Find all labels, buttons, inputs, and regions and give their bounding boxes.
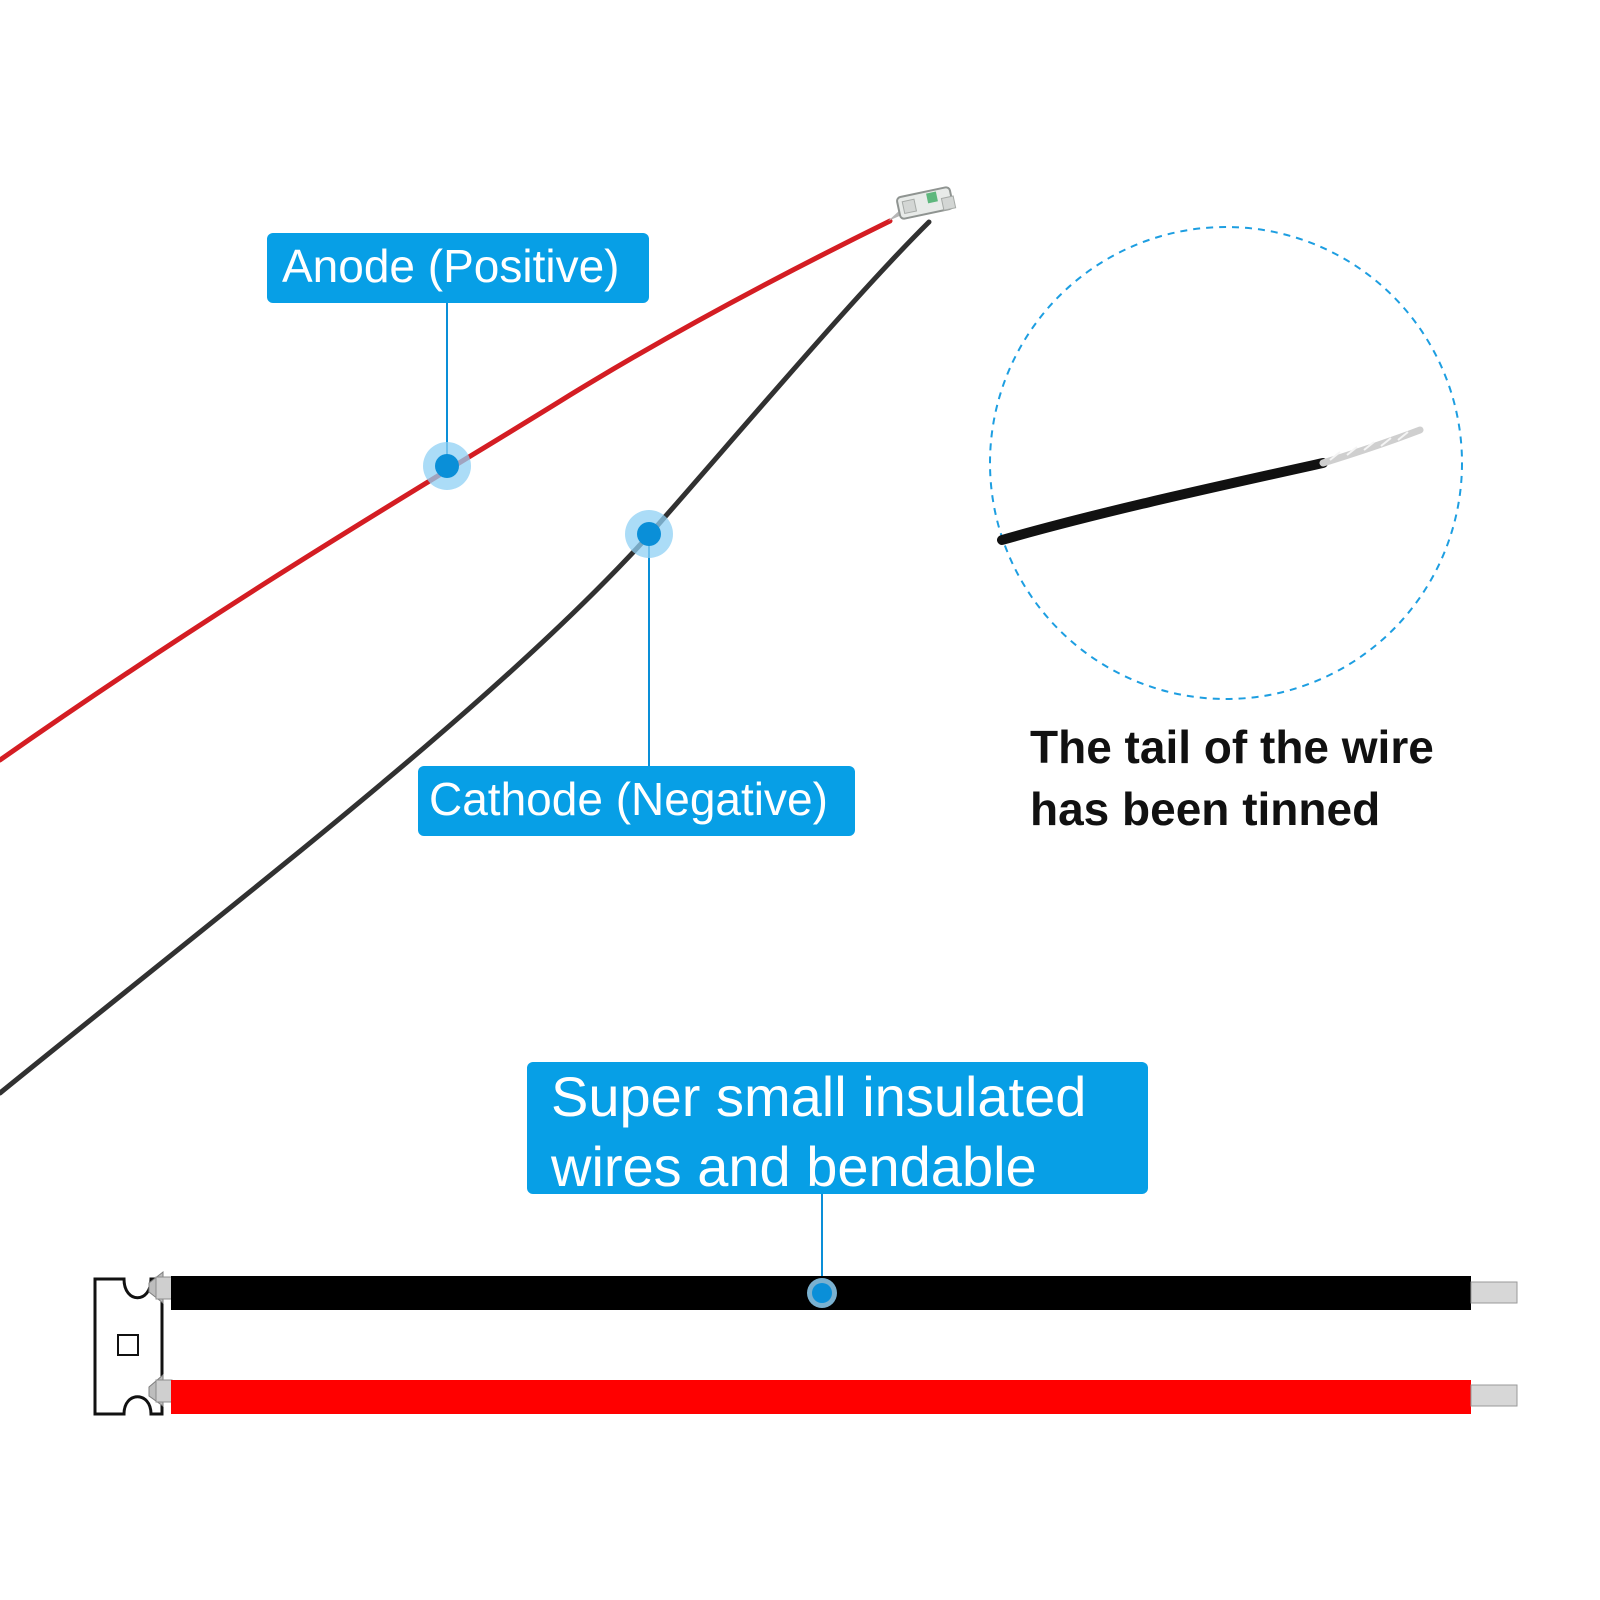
cathode-wire	[0, 219, 932, 1096]
black-wire-end-sleeve	[155, 1276, 173, 1300]
insulated-wire-marker	[807, 1278, 837, 1308]
insulated-callout-line-1: Super small insulated	[551, 1065, 1087, 1128]
cathode-marker	[625, 510, 673, 558]
straight-wire-illustration	[93, 1270, 1518, 1416]
anode-callout: Anode (Positive)	[267, 233, 649, 303]
tinned-caption-line-1: The tail of the wire	[1030, 721, 1434, 773]
tinned-wire-caption: The tail of the wire has been tinned	[1030, 716, 1550, 840]
led-package-square	[117, 1334, 139, 1356]
cathode-callout: Cathode (Negative)	[418, 766, 855, 836]
red-wire-tinned-end	[1470, 1384, 1518, 1407]
anode-marker	[423, 442, 471, 490]
zoom-black-wire	[997, 458, 1328, 545]
insulated-callout-line-2: wires and bendable	[551, 1135, 1037, 1198]
red-insulated-wire	[171, 1380, 1471, 1414]
tinned-wire-tail	[1319, 426, 1424, 467]
red-wire-end-sleeve	[155, 1379, 173, 1403]
tinned-caption-line-2: has been tinned	[1030, 783, 1381, 835]
insulated-wire-callout: Super small insulated wires and bendable	[527, 1062, 1148, 1198]
smd-led	[888, 186, 957, 221]
anode-wire	[0, 218, 893, 763]
zoom-circle	[989, 226, 1463, 700]
black-wire-tinned-end	[1470, 1281, 1518, 1304]
